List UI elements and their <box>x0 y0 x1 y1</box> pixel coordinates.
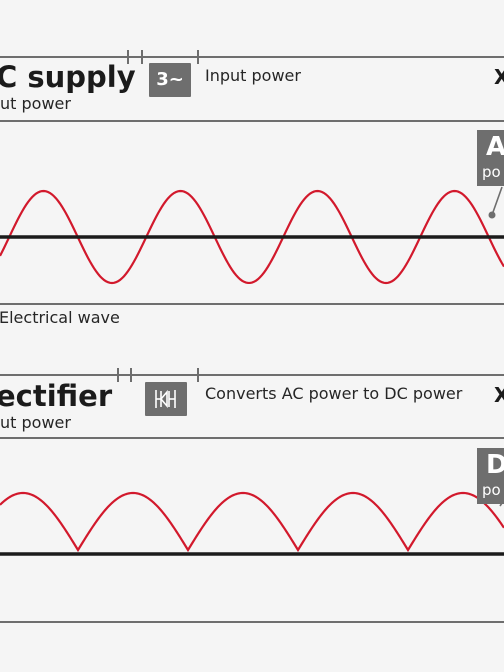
ac-power-tag: A po <box>477 130 504 186</box>
ac-supply-title: C supply <box>0 60 136 94</box>
rectifier-subtitle: ut power <box>0 413 71 432</box>
dc-power-tag: D po <box>477 448 504 504</box>
rectified-wave <box>0 491 504 553</box>
dc-power-tag-letter: D <box>486 450 504 480</box>
rectifier-close-icon[interactable]: X <box>494 383 504 407</box>
ac-power-tag-word: po <box>482 163 501 181</box>
dc-power-tag-word: po <box>482 481 501 499</box>
electrical-wave-caption: Electrical wave <box>0 308 120 327</box>
ac-supply-subtitle: ut power <box>0 94 71 113</box>
ac-supply-description: Input power <box>205 66 301 85</box>
rectifier-title: ectifier <box>0 379 113 413</box>
rectifier-icon <box>145 382 187 416</box>
ac-callout-leader <box>491 186 503 216</box>
three-phase-ac-icon: 3~ <box>149 63 191 97</box>
ac-close-icon[interactable]: X <box>494 65 504 89</box>
rectifier-symbol <box>155 389 176 409</box>
ac-callout-dot <box>488 211 496 219</box>
ac-power-tag-letter: A <box>486 132 504 162</box>
rectifier-description: Converts AC power to DC power <box>205 384 463 403</box>
